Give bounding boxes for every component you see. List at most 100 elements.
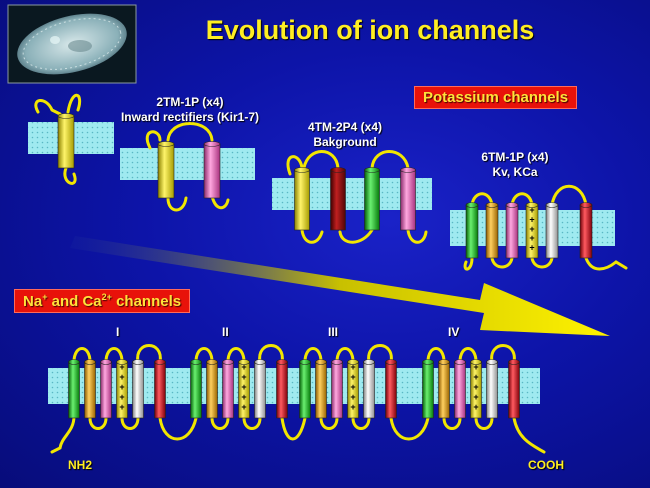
p-loop-kv (550, 184, 588, 207)
helix-nav-d1-s6 (154, 359, 166, 419)
domain-label-iv: IV (448, 325, 460, 339)
helix-nav-d3-s4: +++++ (347, 359, 359, 419)
p-loop-nav-2 (367, 344, 393, 364)
charge-plus: + (241, 382, 246, 392)
helix-kv-5 (545, 202, 559, 259)
helix-nav-d1-s4: +++++ (116, 359, 128, 419)
loop-nav-0-a (72, 347, 92, 364)
potassium-channels-label: Potassium channels (414, 86, 578, 109)
linker-nav-0 (158, 416, 198, 441)
evolution-arrow (70, 236, 610, 336)
charge-plus: + (119, 382, 124, 392)
paramecium-image (7, 4, 137, 84)
loop-nav-3-b (442, 416, 462, 430)
loop-nav-3-a (426, 347, 446, 364)
loop-nav-1-c (226, 347, 246, 364)
p-loop-nav-0 (136, 344, 162, 364)
helix-nav-d2-s5 (254, 359, 266, 419)
charge-plus: + (241, 362, 246, 372)
helix-nav-d2-s1 (190, 359, 202, 419)
loop-k2p-mid (338, 228, 374, 244)
helix-nav-d4-s4: +++++ (470, 359, 482, 419)
page-title: Evolution of ion channels (205, 15, 535, 45)
membrane-kir (120, 148, 255, 180)
p-loop-nav-3 (490, 344, 516, 364)
charge-plus: + (350, 402, 355, 412)
domain-label-iii: III (328, 325, 339, 339)
helix-nav-d1-s5 (132, 359, 144, 419)
loop-kv-12o (470, 192, 494, 207)
loop-nav-2-b (319, 416, 339, 430)
helix-nav-d4-s1 (422, 359, 434, 419)
helix-k2p-3 (364, 167, 380, 231)
helix-nav-d3-s3 (331, 359, 343, 419)
loop-nav-0-c (104, 347, 124, 364)
p-loop-2tm-single (66, 93, 82, 114)
helix-kv-4: +++++ (525, 202, 539, 259)
charge-plus: + (529, 205, 534, 215)
n-terminus-label: NH2 (68, 458, 93, 472)
helix-nav-d2-s3 (222, 359, 234, 419)
helix-nav-d3-s1 (299, 359, 311, 419)
loop-nav-1-b (210, 416, 230, 430)
c-terminus-label: COOH (528, 458, 564, 472)
c-tails-k2p (300, 228, 428, 244)
helix-kv-2 (485, 202, 499, 259)
loop-kv-34o (510, 192, 534, 207)
loop-nav-1-d (242, 416, 262, 430)
helix-kir-1 (157, 141, 175, 199)
c-tails-kir (166, 194, 230, 212)
loop-nav-2-a (303, 347, 323, 364)
helix-nav-d3-s2 (315, 359, 327, 419)
helix-nav-d1-s2 (84, 359, 96, 419)
helix-nav-d4-s3 (454, 359, 466, 419)
c-tail-2tm-single (63, 166, 77, 185)
na-ca-channels-label: Na+ and Ca2+ channels (14, 289, 191, 313)
group-4tm-label: 4TM-2P4 (x4)Bakground (307, 120, 383, 149)
helix-nav-d2-s6 (276, 359, 288, 419)
linker-nav-2 (389, 416, 430, 441)
charge-plus: + (241, 372, 246, 382)
helix-nav-d3-s6 (385, 359, 397, 419)
n-tail-kv (463, 256, 474, 271)
charge-plus: + (473, 402, 478, 412)
charge-plus: + (119, 392, 124, 402)
charge-plus: + (529, 233, 534, 243)
charge-plus: + (350, 392, 355, 402)
helix-nav-d4-s5 (486, 359, 498, 419)
helix-nav-d2-s4: +++++ (238, 359, 250, 419)
charge-plus: + (241, 402, 246, 412)
charge-plus: + (473, 362, 478, 372)
c-tail-kv (584, 256, 628, 271)
charge-plus: + (241, 392, 246, 402)
helix-nav-d3-s5 (363, 359, 375, 419)
loop-nav-3-c (458, 347, 478, 364)
charge-plus: + (119, 372, 124, 382)
charge-plus: + (350, 372, 355, 382)
loop-nav-3-d (474, 416, 494, 430)
n-tail-k2p (286, 155, 304, 176)
loop-kv-23i (490, 256, 514, 269)
p-loop-nav-1 (258, 344, 284, 364)
charge-plus: + (119, 402, 124, 412)
helix-nav-d1-s1 (68, 359, 80, 419)
charge-plus: + (119, 362, 124, 372)
charge-plus: + (473, 392, 478, 402)
loop-nav-0-d (120, 416, 140, 430)
charge-plus: + (350, 382, 355, 392)
domain-label-i: I (116, 325, 120, 339)
helix-k2p-4 (400, 167, 416, 231)
charge-plus: + (350, 362, 355, 372)
helix-kv-3 (505, 202, 519, 259)
helix-2tm-single-1 (57, 113, 75, 169)
helix-kir-2 (203, 141, 221, 199)
linker-nav-1 (280, 416, 307, 441)
group-6tm-label: 6TM-1P (x4)Kv, KCa (481, 150, 549, 179)
helix-nav-d4-s2 (438, 359, 450, 419)
helix-kv-6 (579, 202, 593, 259)
helix-nav-d1-s3 (100, 359, 112, 419)
n-tail-nav (50, 414, 76, 454)
n-tail-2tm-single (34, 99, 62, 116)
